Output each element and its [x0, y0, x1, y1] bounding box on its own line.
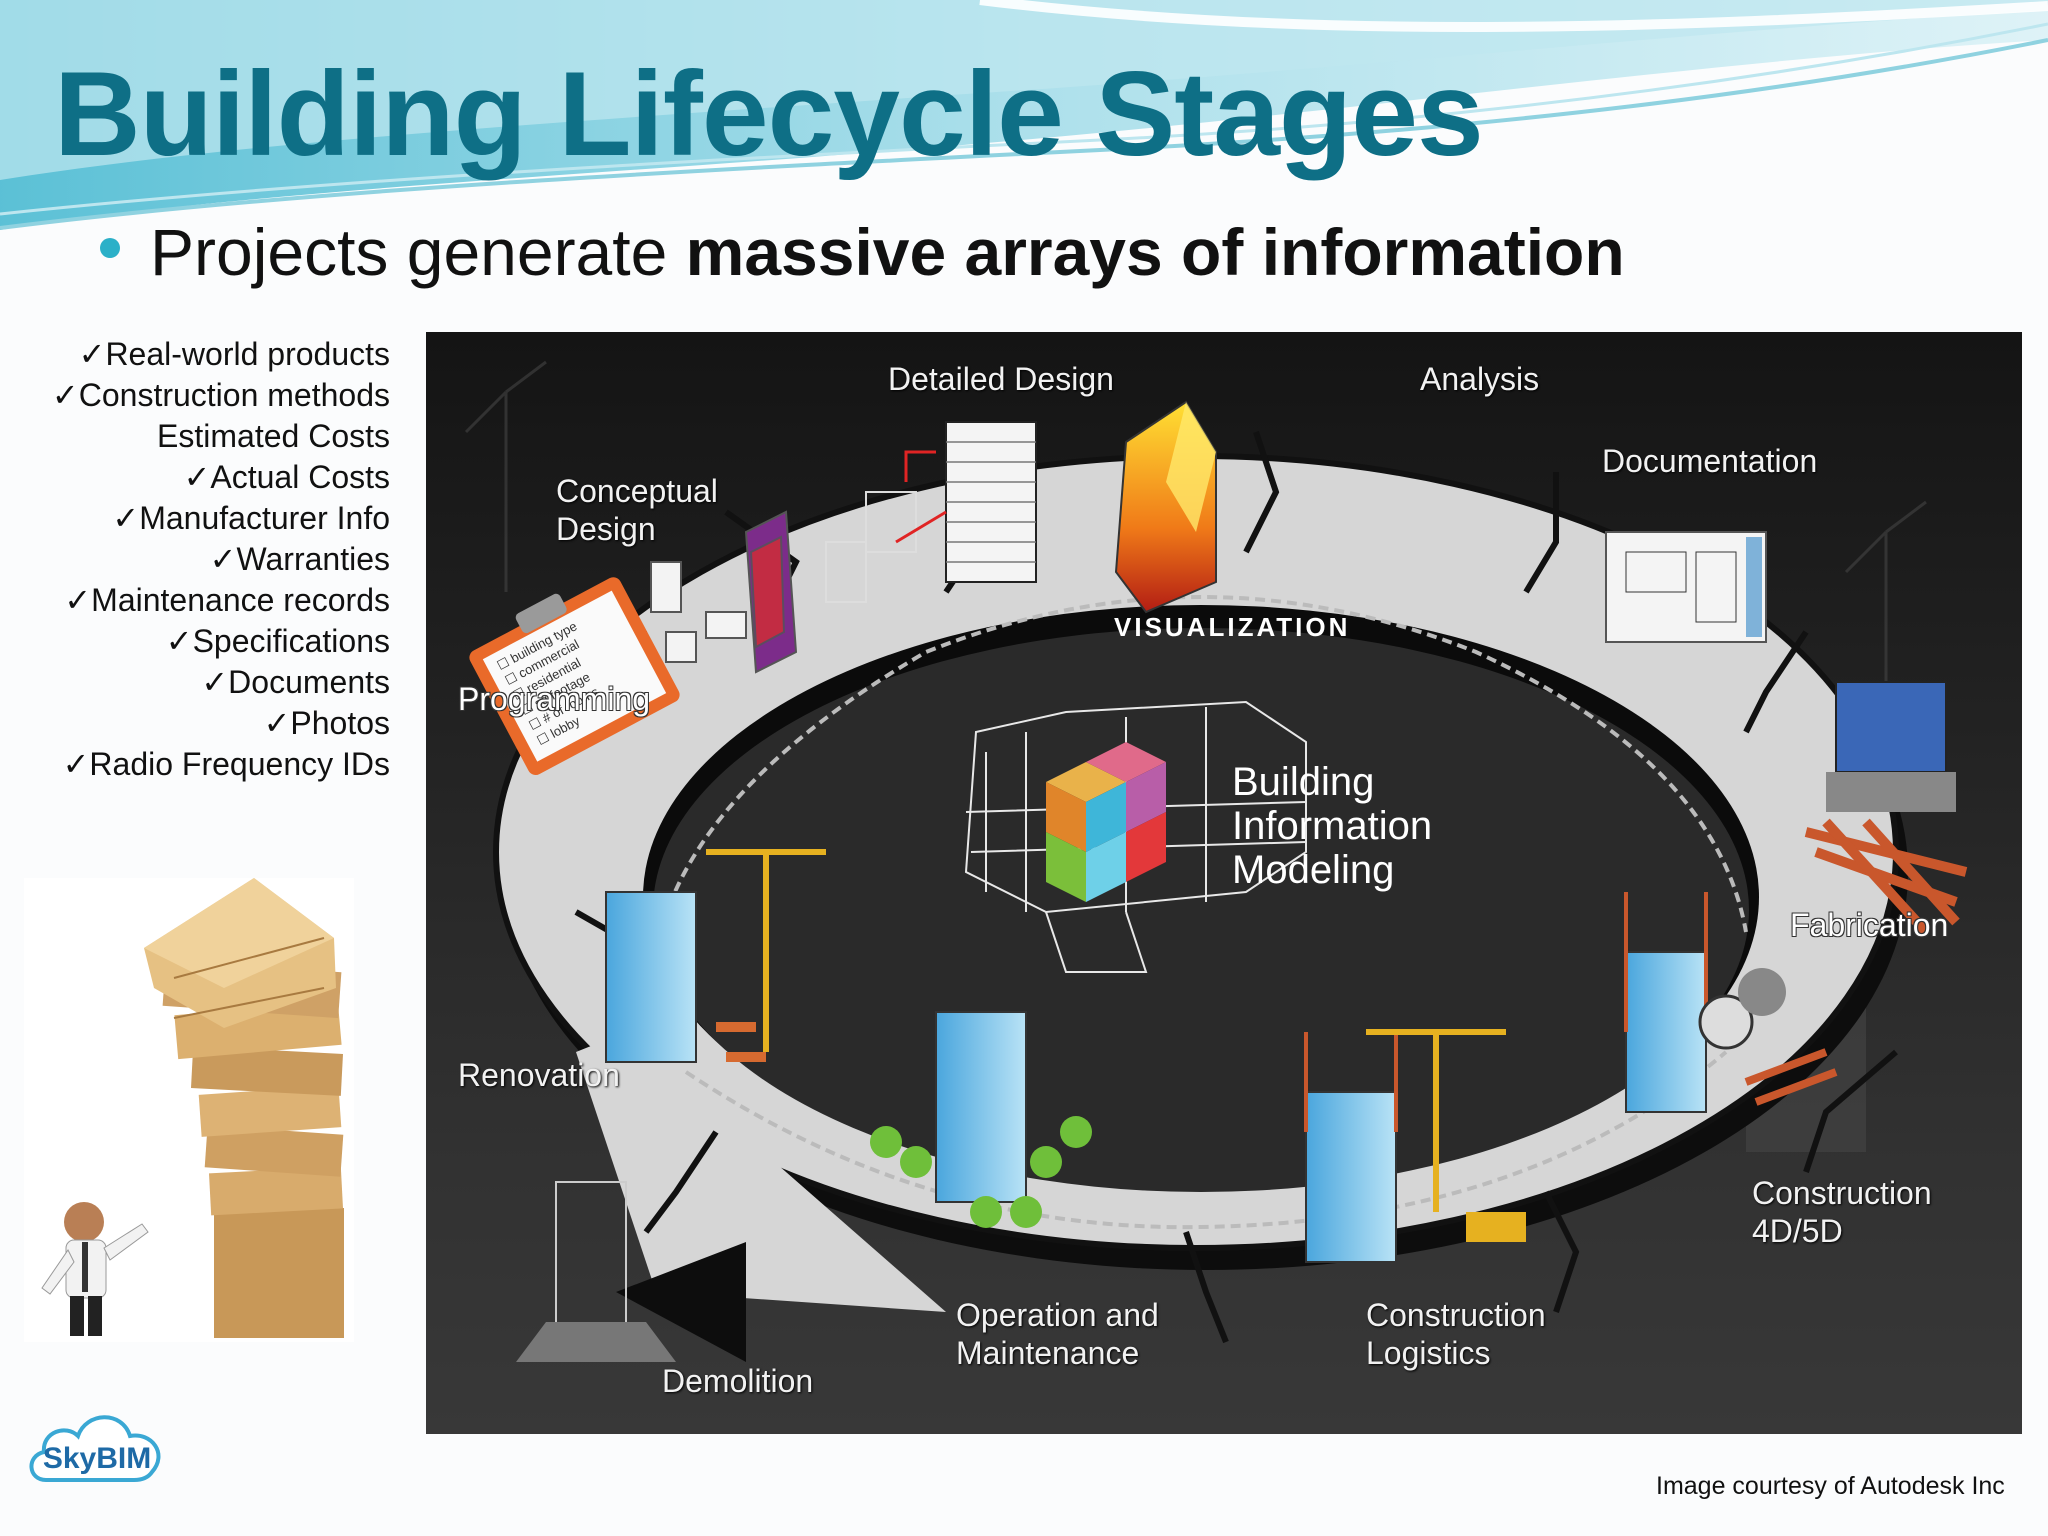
- stage-detailed-design: Detailed Design: [888, 361, 1114, 397]
- list-item: ✓Warranties: [209, 541, 390, 577]
- stage-operation-line1: Operation and: [956, 1297, 1159, 1333]
- detailed-design-tower-icon: [825, 421, 1037, 603]
- stage-construction-4d5d-line1: Construction: [1752, 1175, 1932, 1211]
- demolition-rubble-icon: [516, 1181, 676, 1362]
- list-item: Estimated Costs: [157, 418, 390, 454]
- headline-bullet: Projects generate massive arrays of info…: [100, 214, 1625, 290]
- stage-renovation: Renovation: [458, 1057, 620, 1093]
- stage-fabrication: Fabrication: [1790, 907, 1949, 943]
- stage-demolition: Demolition: [662, 1363, 814, 1399]
- headline-emphasis: massive arrays of information: [685, 215, 1625, 289]
- conceptual-design-massing-icon: [605, 510, 798, 674]
- bullet-dot-icon: [100, 237, 120, 258]
- analysis-heatmap-tower-icon: [1114, 400, 1217, 614]
- list-item: ✓Actual Costs: [183, 459, 390, 495]
- construction-logistics-crane-icon: [1304, 1029, 1526, 1263]
- list-item: ✓Construction methods: [51, 377, 390, 413]
- lifecycle-graphic: ☐ building type☐ commercial☐ residential…: [426, 332, 2022, 1434]
- list-item: ✓Specifications: [165, 623, 390, 659]
- bim-title-line: Information: [1232, 804, 1433, 848]
- list-item: ✓Documents: [201, 664, 390, 700]
- list-item: ✓Manufacturer Info: [112, 500, 390, 536]
- logo-text: SkyBIM: [43, 1442, 151, 1475]
- stage-conceptual-design-line1: Conceptual: [556, 473, 718, 509]
- visualization-ring-label: VISUALIZATION: [1114, 612, 1351, 642]
- list-item: ✓Radio Frequency IDs: [62, 746, 390, 782]
- list-item: ✓Maintenance records: [64, 582, 390, 618]
- stage-programming: Programming: [458, 681, 651, 717]
- programming-clipboard-icon: [469, 577, 680, 776]
- stage-analysis: Analysis: [1420, 361, 1540, 397]
- stage-logistics-line2: Logistics: [1366, 1335, 1491, 1371]
- fabrication-machine-icon: [1804, 681, 1968, 936]
- documentation-floorplan-icon: [1605, 531, 1767, 643]
- information-types-list: ✓Real-world products ✓Construction metho…: [20, 334, 390, 785]
- bim-cube-logo-icon: [1046, 742, 1166, 902]
- skybim-logo-icon: SkyBIM: [29, 1415, 161, 1482]
- stage-logistics-line1: Construction: [1366, 1297, 1546, 1333]
- folder-stack-icon: [144, 878, 344, 1338]
- stage-conceptual-design-line2: Design: [556, 511, 656, 547]
- stage-construction-4d5d-line2: 4D/5D: [1752, 1213, 1843, 1249]
- header-wave-decoration: [0, 0, 2048, 230]
- list-item: ✓Real-world products: [78, 336, 390, 372]
- bim-title-line: Modeling: [1232, 848, 1395, 892]
- stage-operation-line2: Maintenance: [956, 1335, 1140, 1371]
- bim-lifecycle-diagram: ☐ building type☐ commercial☐ residential…: [426, 332, 2022, 1434]
- list-item: ✓Photos: [263, 705, 390, 741]
- man-figure-icon: [41, 1202, 149, 1336]
- folder-stack-illustration: [24, 878, 354, 1342]
- stage-documentation: Documentation: [1602, 443, 1818, 479]
- construction-4d5d-tower-icon: [1624, 892, 1838, 1113]
- renovation-tower-icon: [605, 849, 826, 1063]
- bim-title-line: Building: [1232, 760, 1375, 804]
- operation-tower-icon: [870, 1011, 1092, 1228]
- headline-text: Projects generate: [150, 215, 686, 289]
- slide-title: Building Lifecycle Stages: [54, 47, 1484, 181]
- bim-center-title: Building Information Modeling: [1232, 760, 1432, 892]
- image-credit: Image courtesy of Autodesk Inc: [1656, 1472, 2005, 1500]
